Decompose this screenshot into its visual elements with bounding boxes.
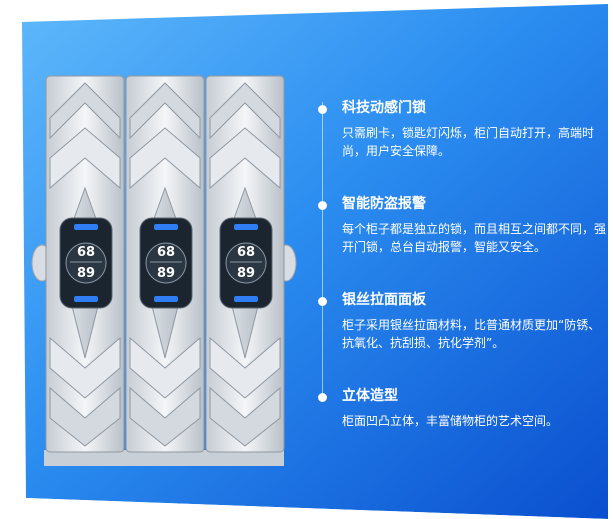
- lock-bottom-number: 89: [77, 266, 95, 281]
- lock-bottom-number: 89: [237, 266, 255, 281]
- feature-item-3d-design: 立体造型 柜面凹凸立体，丰富储物柜的艺术空间。: [318, 386, 607, 430]
- feature-description: 每个柜子都是独立的锁，而且相互之间都不同，强开门锁，总台自动报警，智能又安全。: [342, 222, 607, 254]
- lock-indicator-bottom: [154, 296, 178, 302]
- locker-cabinet-illustration: 68 89 68 89 68 89: [31, 75, 297, 466]
- lock-top-number: 68: [77, 245, 95, 260]
- feature-guide-line: [322, 102, 323, 402]
- feature-item-anti-theft-alarm: 智能防盗报警 每个柜子都是独立的锁，而且相互之间都不同，强开门锁，总台自动报警，…: [318, 194, 607, 256]
- bullet-dot-icon: [318, 297, 327, 306]
- lock-indicator-bottom: [234, 296, 258, 302]
- lock-indicator-top: [154, 224, 178, 230]
- feature-list: 科技动感门锁 只需刷卡，锁匙灯闪烁，柜门自动打开，高端时尚，用户安全保障。 智能…: [318, 98, 608, 428]
- feature-title: 科技动感门锁: [342, 100, 426, 116]
- cabinet-base: [44, 450, 284, 466]
- lock-indicator-bottom: [74, 296, 98, 302]
- lock-module-3: 68 89: [219, 217, 273, 309]
- lock-module-1: 68 89: [59, 217, 113, 309]
- lock-bottom-number: 89: [157, 266, 175, 281]
- feature-item-brushed-panel: 银丝拉面面板 柜子采用银丝拉面材料，比普通材质更加“防锈、抗氧化、抗刮损、抗化学…: [318, 290, 607, 352]
- feature-title: 智能防盗报警: [342, 196, 426, 212]
- feature-description: 柜面凹凸立体，丰富储物柜的艺术空间。: [342, 414, 559, 428]
- bullet-dot-icon: [318, 105, 327, 114]
- lock-top-number: 68: [237, 245, 255, 260]
- feature-title: 立体造型: [342, 388, 398, 404]
- lock-indicator-top: [234, 224, 258, 230]
- feature-description: 柜子采用银丝拉面材料，比普通材质更加“防锈、抗氧化、抗刮损、抗化学剂”。: [342, 318, 601, 350]
- bullet-dot-icon: [318, 201, 327, 210]
- lock-module-2: 68 89: [139, 217, 193, 309]
- feature-item-door-lock: 科技动感门锁 只需刷卡，锁匙灯闪烁，柜门自动打开，高端时尚，用户安全保障。: [318, 98, 608, 160]
- lock-top-number: 68: [157, 245, 175, 260]
- lock-indicator-top: [74, 224, 98, 230]
- feature-title: 银丝拉面面板: [342, 292, 426, 308]
- bullet-dot-icon: [318, 393, 327, 402]
- feature-description: 只需刷卡，锁匙灯闪烁，柜门自动打开，高端时尚，用户安全保障。: [342, 126, 595, 158]
